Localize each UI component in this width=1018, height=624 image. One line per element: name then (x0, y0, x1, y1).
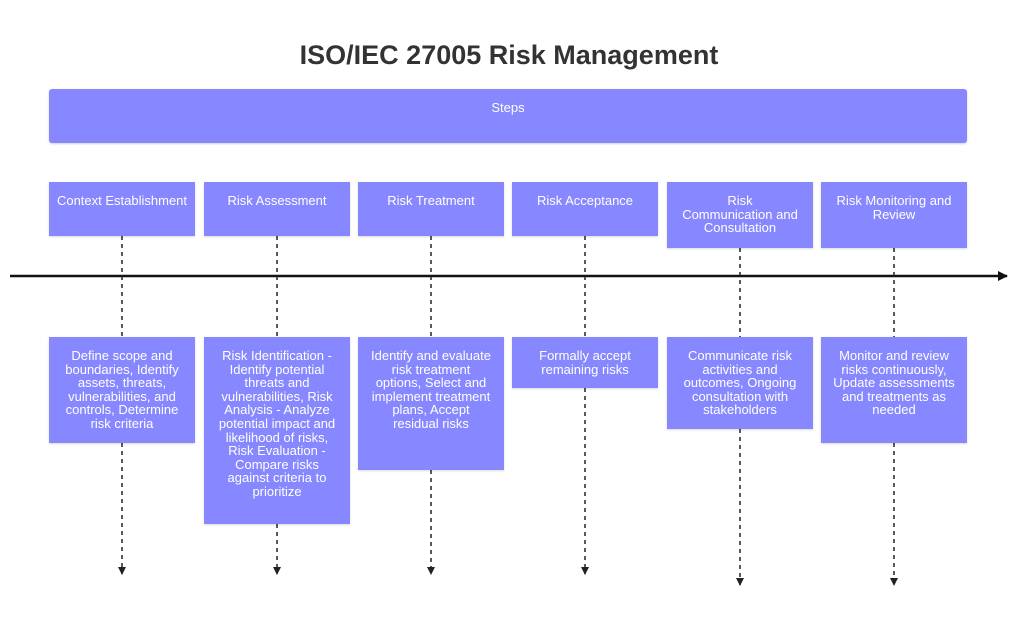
step-description-context-establishment: Define scope and boundaries, Identify as… (49, 337, 195, 443)
step-label: Risk Communication and Consultation (682, 193, 798, 236)
step-description-risk-assessment: Risk Identification - Identify potential… (204, 337, 350, 524)
step-label: Risk Assessment (227, 193, 327, 208)
step-description-risk-communication: Communicate risk activities and outcomes… (667, 337, 813, 429)
step-box-risk-monitoring: Risk Monitoring and Review (821, 182, 967, 248)
step-description-text: Risk Identification - Identify potential… (218, 348, 336, 499)
steps-banner-label: Steps (491, 100, 525, 115)
step-box-context-establishment: Context Establishment (49, 182, 195, 236)
step-description-text: Formally accept remaining risks (539, 348, 631, 377)
step-label: Risk Treatment (387, 193, 475, 208)
diagram-title: ISO/IEC 27005 Risk Management (299, 40, 719, 70)
step-label: Risk Monitoring and Review (836, 193, 952, 222)
step-description-text: Communicate risk activities and outcomes… (683, 348, 797, 418)
step-description-text: Define scope and boundaries, Identify as… (65, 348, 179, 431)
step-description-risk-monitoring: Monitor and review risks continuously, U… (821, 337, 967, 443)
step-description-text: Monitor and review risks continuously, U… (833, 348, 955, 418)
steps-banner: Steps (49, 89, 967, 143)
step-label: Risk Acceptance (536, 193, 634, 208)
step-box-risk-treatment: Risk Treatment (358, 182, 504, 236)
step-description-text: Identify and evaluate risk treatment opt… (371, 348, 491, 431)
step-box-risk-acceptance: Risk Acceptance (512, 182, 658, 236)
step-box-risk-assessment: Risk Assessment (204, 182, 350, 236)
step-description-risk-treatment: Identify and evaluate risk treatment opt… (358, 337, 504, 470)
step-box-risk-communication: Risk Communication and Consultation (667, 182, 813, 248)
step-label: Context Establishment (56, 193, 188, 208)
step-description-risk-acceptance: Formally accept remaining risks (512, 337, 658, 388)
